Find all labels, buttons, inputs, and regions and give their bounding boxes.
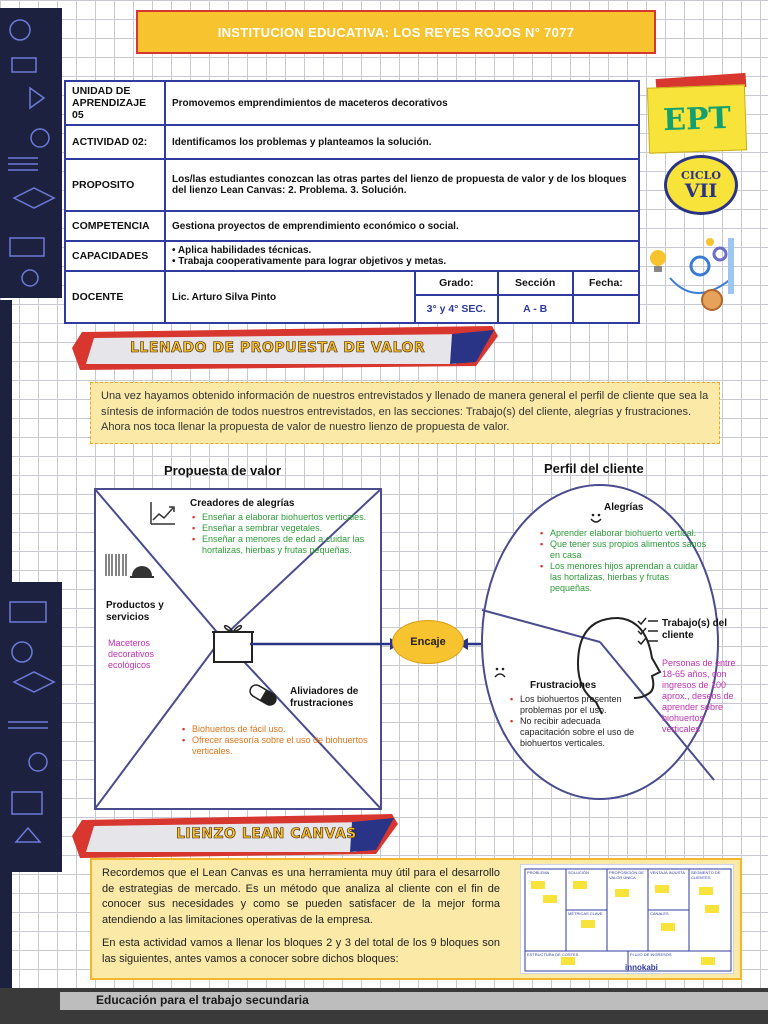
frustraciones-item: Los biohuertos presenten problemas por e… <box>510 694 644 716</box>
frustraciones-list: Los biohuertos presenten problemas por e… <box>510 694 644 749</box>
grado-value: 3° y 4° SEC. <box>414 294 499 324</box>
activity-info-table: UNIDAD DE APRENDIZAJE 05 Promovemos empr… <box>64 80 641 324</box>
trabajos-value: Personas de entre 18-65 años, con ingres… <box>662 658 736 734</box>
value-prop-title: Propuesta de valor <box>164 463 282 478</box>
ciclo-badge: CICLO VII <box>664 155 738 215</box>
alegrias-item: Los menores hijos aprendan a cuidar las … <box>540 561 708 594</box>
lean-canvas-text: Recordemos que el Lean Canvas es una her… <box>102 866 500 967</box>
footer-bar <box>60 992 768 1010</box>
canvas-header: SOLUCIÓN <box>568 870 589 875</box>
seccion-label: Sección <box>496 270 574 296</box>
smile-icon <box>590 513 602 523</box>
capacidades-list: • Aplica habilidades técnicas. • Trabaja… <box>164 240 640 272</box>
canvas-header: PROBLEMA <box>527 870 550 875</box>
alegrias-item: Que tener sus propios alimentos sanos en… <box>540 539 708 561</box>
frown-icon <box>494 667 506 678</box>
doodle-strip-bottom <box>0 872 12 990</box>
client-profile-title: Perfil del cliente <box>544 461 644 476</box>
canvas-header: VENTAJA INJUSTA <box>650 870 685 875</box>
creadores-item: Enseñar a elaborar biohuertos verticales… <box>192 512 372 523</box>
creadores-list: Enseñar a elaborar biohuertos verticales… <box>192 512 372 556</box>
lean-canvas-grid <box>524 868 732 972</box>
proposito-label: PROPOSITO <box>64 158 166 212</box>
encaje-node: Encaje <box>392 620 464 664</box>
capacidad-item: • Trabaja cooperativamente para lograr o… <box>172 256 447 267</box>
actividad-label: ACTIVIDAD 02: <box>64 124 166 160</box>
creadores-item: Enseñar a menores de edad a cuidar las h… <box>192 534 372 556</box>
trabajos-title: Trabajo(s) del cliente <box>662 618 728 641</box>
head-gears-icon <box>650 238 734 311</box>
canvas-header: CANALES <box>650 911 669 916</box>
innokabi-logo: innokabi <box>625 963 658 972</box>
canvas-header: ESTRUCTURA DE COSTES <box>527 952 579 957</box>
gift-icon <box>212 624 254 663</box>
creadores-item: Enseñar a sembrar vegetales. <box>192 523 372 534</box>
docente-label: DOCENTE <box>64 270 166 324</box>
aliviadores-item: Biohuertos de fácil uso. <box>182 724 378 735</box>
growth-chart-icon <box>150 502 175 525</box>
aliviadores-title: Aliviadores de frustraciones <box>290 686 359 709</box>
alegrias-title: Alegrías <box>604 502 644 513</box>
canvas-header: MÉTRICAS CLAVE <box>568 911 603 916</box>
school-doodles-icon <box>8 19 56 287</box>
ciclo-label: CICLO <box>681 169 721 182</box>
section-title-lean: LIENZO LEAN CANVAS <box>176 826 357 843</box>
footer-text: Educación para el trabajo secundaria <box>96 993 309 1007</box>
fecha-value <box>571 294 641 324</box>
section-banner-propuesta <box>72 326 498 370</box>
capacidades-label: CAPACIDADES <box>64 240 166 272</box>
aliviadores-item: Ofrecer asesoría sobre el uso de biohuer… <box>182 735 378 757</box>
alegrias-item: Aprender elaborar biohuerto vertical. <box>540 528 708 539</box>
doodle-strip-top <box>0 8 62 298</box>
creadores-title: Creadores de alegrías <box>190 498 295 509</box>
institution-header: INSTITUCION EDUCATIVA: LOS REYES ROJOS N… <box>136 10 656 54</box>
aliviadores-list: Biohuertos de fácil uso. Ofrecer asesorí… <box>182 724 378 757</box>
alegrias-list: Aprender elaborar biohuerto vertical. Qu… <box>540 528 708 594</box>
doodle-strip-middle <box>0 582 62 872</box>
lean-canvas-thumbnail: PROBLEMA SOLUCIÓN PROPOSICIÓN DE VALOR Ú… <box>520 864 734 974</box>
competencia-label: COMPETENCIA <box>64 210 166 242</box>
productos-value: Maceteros decorativos ecológicos <box>108 638 155 670</box>
grado-label: Grado: <box>414 270 499 296</box>
frustraciones-item: No recibir adecuada capacitación sobre e… <box>510 716 644 749</box>
actividad-value: Identificamos los problemas y planteamos… <box>164 124 640 160</box>
checklist-icon <box>637 617 658 646</box>
canvas-header: SEGMENTO DE CLIENTES <box>691 870 721 880</box>
capacidad-item: • Aplica habilidades técnicas. <box>172 245 312 256</box>
productos-title: Productos y servicios <box>106 600 164 623</box>
canvas-header: FLUJO DE INGRESOS <box>630 952 672 957</box>
ept-text: EPT <box>662 100 732 138</box>
lean-paragraph-1: Recordemos que el Lean Canvas es una her… <box>102 867 500 926</box>
competencia-value: Gestiona proyectos de emprendimiento eco… <box>164 210 640 242</box>
ept-badge: EPT <box>646 84 748 154</box>
canvas-header: PROPOSICIÓN DE VALOR ÚNICA <box>609 870 644 880</box>
school-doodles-icon <box>8 601 56 843</box>
intro-paragraph: Una vez hayamos obtenido información de … <box>90 382 720 444</box>
proposito-value: Los/las estudiantes conozcan las otras p… <box>164 158 640 212</box>
pill-icon <box>249 684 277 706</box>
unidad-label: UNIDAD DE APRENDIZAJE 05 <box>64 80 166 126</box>
unidad-value: Promovemos emprendimientos de maceteros … <box>164 80 640 126</box>
section-banner-lean <box>72 814 398 858</box>
barcode-bell-icon <box>105 554 154 578</box>
docente-value: Lic. Arturo Silva Pinto <box>164 270 416 324</box>
frustraciones-title: Frustraciones <box>530 680 597 691</box>
section-title-propuesta: LLENADO DE PROPUESTA DE VALOR <box>130 340 426 357</box>
fecha-label: Fecha: <box>571 270 641 296</box>
ciclo-number: VII <box>684 180 718 202</box>
doodle-strip-thin <box>0 300 12 582</box>
lean-paragraph-2: En esta actividad vamos a llenar los blo… <box>102 937 500 965</box>
seccion-value: A - B <box>496 294 574 324</box>
